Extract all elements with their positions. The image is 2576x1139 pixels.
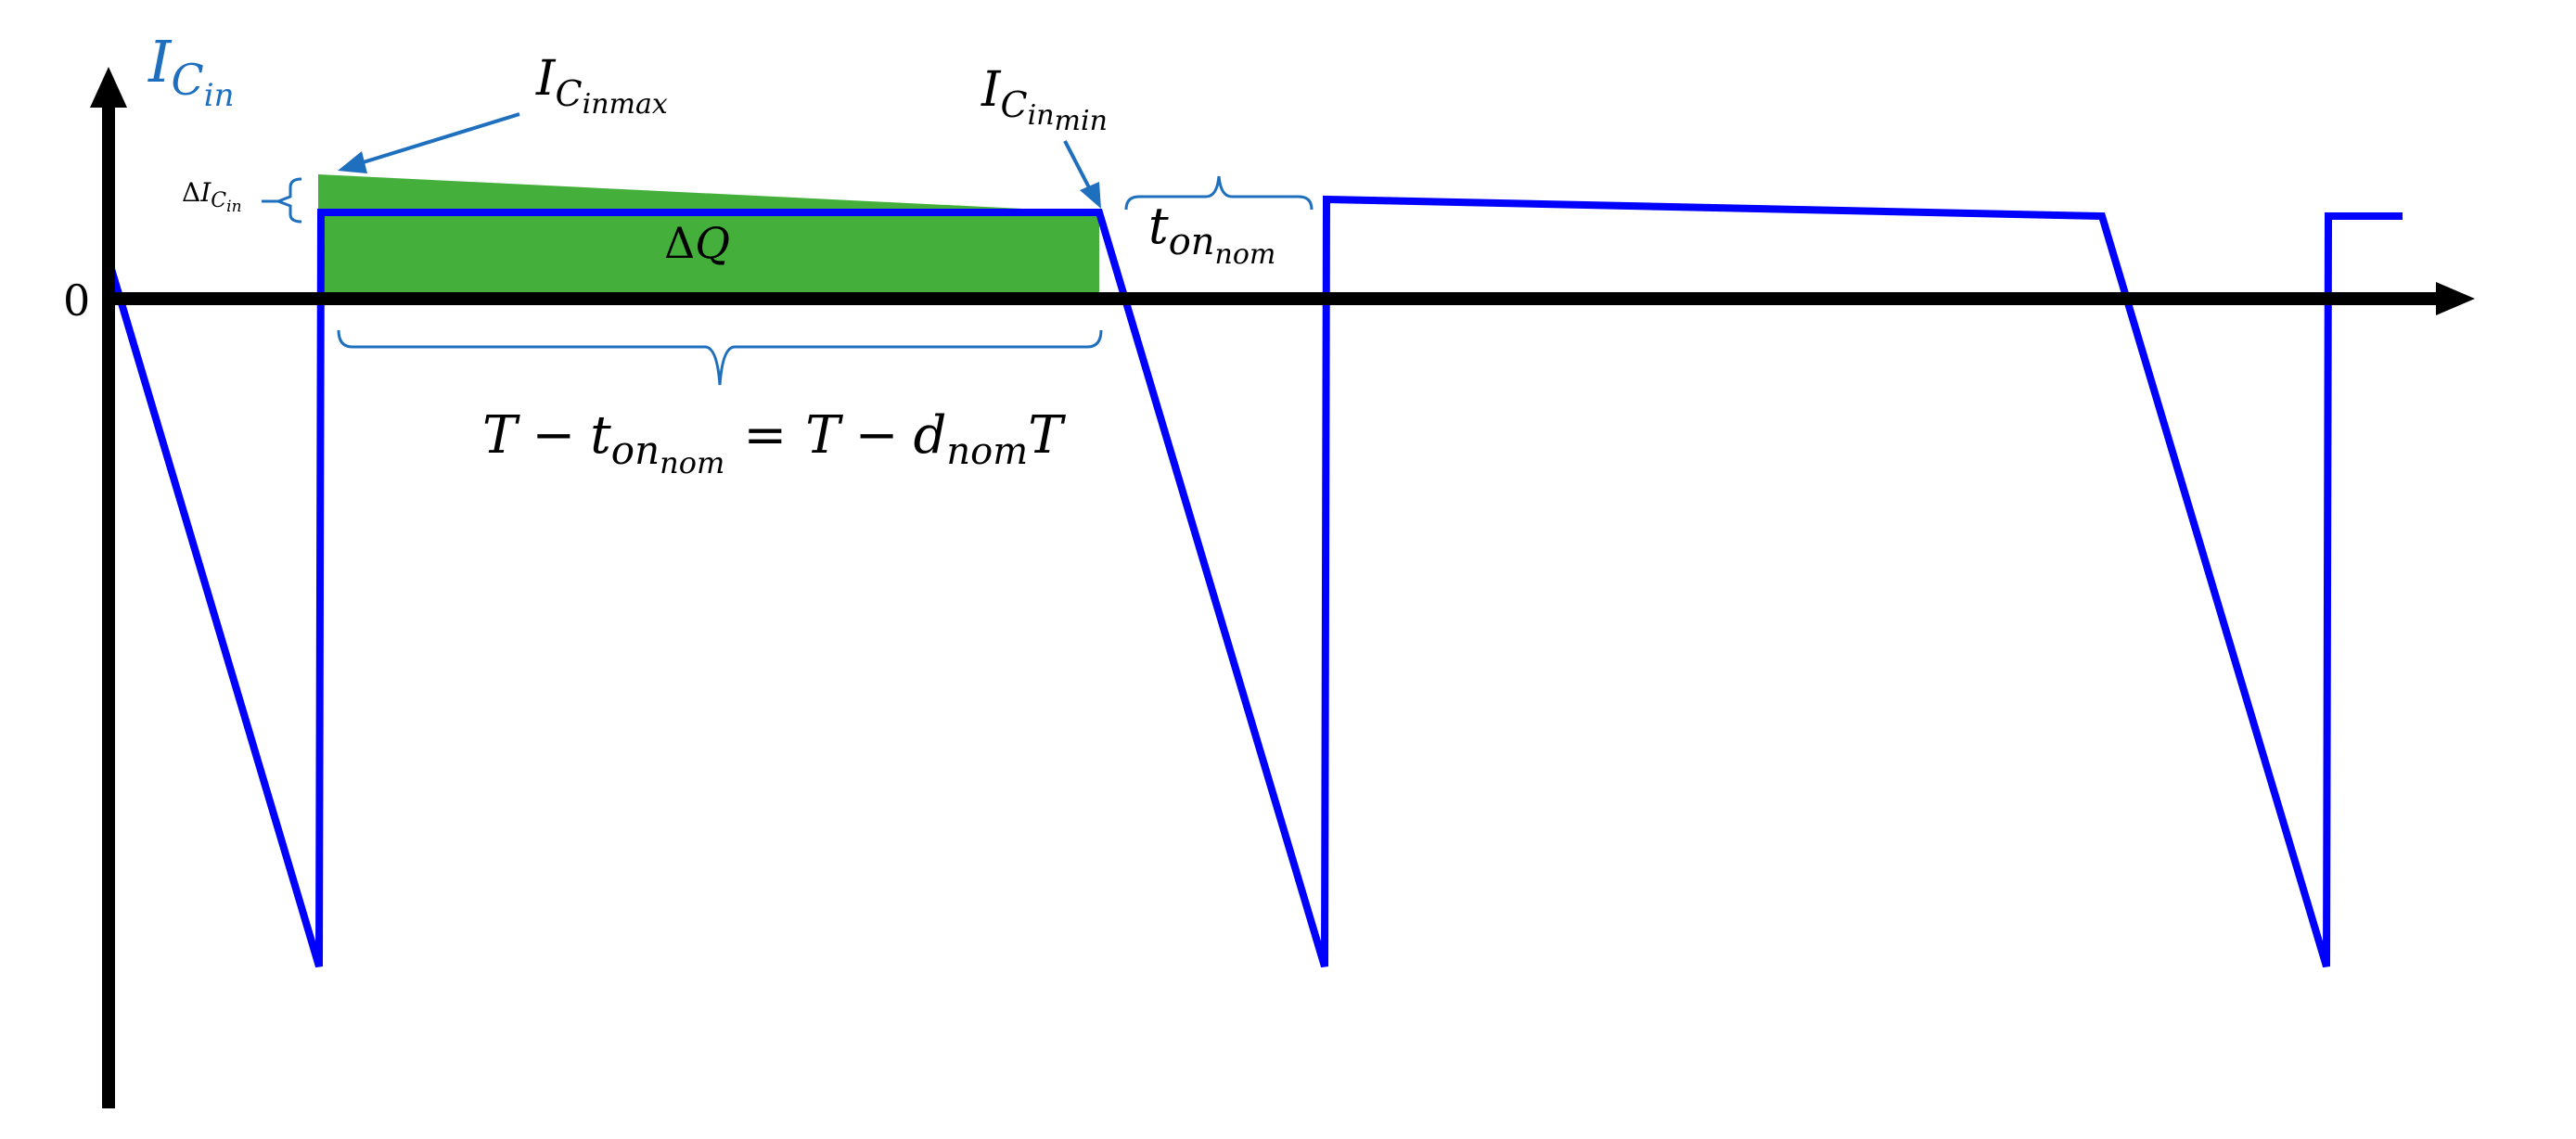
- y-axis-label-main: I: [147, 28, 173, 96]
- t-on-nom-label-main: t: [1148, 197, 1169, 255]
- i-min-label-main: I: [980, 62, 1002, 118]
- i-max-label-subsubsub: max: [609, 88, 668, 121]
- delta-q-label-main: Q: [695, 218, 730, 268]
- equation-d: d: [914, 405, 947, 466]
- equation-minus2: −: [855, 405, 899, 466]
- i-min-label: ICinmin: [980, 62, 1108, 137]
- delta-q-label: ΔQ: [664, 218, 730, 268]
- y-axis-label: ICin: [147, 28, 234, 114]
- delta-q-label-delta: Δ: [664, 218, 695, 268]
- equation-d-sub: nom: [946, 430, 1028, 473]
- t-on-nom-label-sub: on: [1169, 221, 1215, 263]
- equation-t-sub: on: [611, 428, 660, 473]
- delta-i-brace: [274, 177, 302, 224]
- i-max-label-subsub: in: [583, 88, 609, 121]
- delta-i-label-delta: Δ: [182, 177, 200, 208]
- equation-T3: T: [1028, 405, 1066, 466]
- equation-minus1: −: [532, 405, 575, 466]
- i-max-pointer-line: [356, 112, 520, 166]
- t-on-nom-label-subsub: nom: [1215, 238, 1276, 271]
- equation-T2: T: [805, 405, 843, 466]
- equation-t: t: [590, 405, 611, 466]
- i-min-label-sub: C: [1001, 84, 1028, 125]
- capacitor-current-waveform: [108, 195, 2403, 968]
- i-max-label-main: I: [535, 51, 557, 107]
- off-interval-equation: T−tonnom=T−dnomT: [482, 405, 1066, 480]
- y-axis-label-sub: C: [172, 55, 204, 105]
- y-axis-arrowhead: [90, 67, 127, 108]
- off-interval-brace: [337, 329, 1103, 386]
- y-axis-label-subsub: in: [204, 77, 235, 114]
- equation-t-subsub: nom: [660, 445, 724, 480]
- delta-q-shaded-area: [318, 174, 1099, 296]
- i-max-label-sub: C: [556, 73, 583, 114]
- i-min-pointer-line: [1063, 140, 1093, 192]
- i-max-pointer-arrowhead: [338, 151, 367, 173]
- i-max-label: ICinmax: [535, 51, 668, 121]
- delta-i-label-subsub: in: [226, 198, 241, 216]
- i-min-pointer-arrowhead: [1080, 182, 1101, 209]
- delta-i-label: ΔICin: [182, 177, 242, 216]
- i-min-label-subsub: in: [1028, 99, 1055, 132]
- delta-i-label-sub: C: [211, 189, 226, 212]
- i-min-label-subsubsub: min: [1055, 105, 1108, 137]
- x-axis-arrowhead: [2436, 282, 2475, 315]
- zero-label: 0: [63, 275, 90, 326]
- t-on-nom-label: tonnom: [1148, 197, 1275, 271]
- equation-equals: =: [743, 405, 787, 466]
- equation-T1: T: [482, 405, 520, 466]
- t-on-brace: [1124, 175, 1314, 211]
- delta-i-label-main: I: [199, 177, 211, 208]
